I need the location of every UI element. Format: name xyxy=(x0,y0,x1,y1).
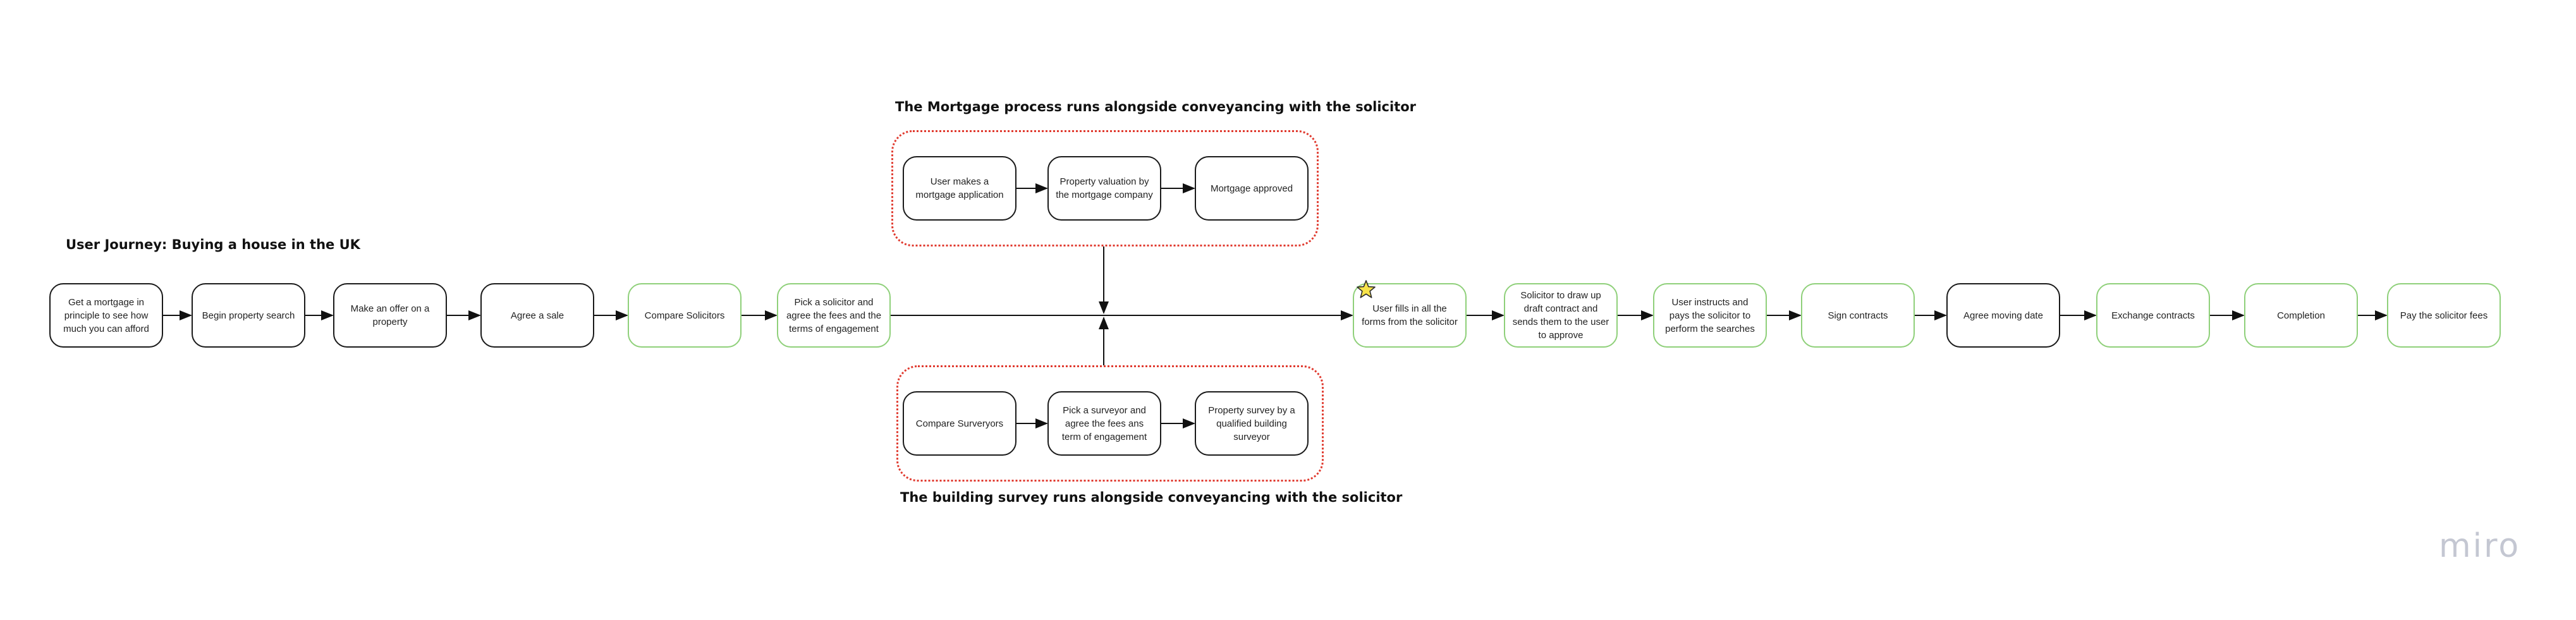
survey-step-property-survey[interactable]: Property survey by a qualified building … xyxy=(1195,391,1309,456)
mortgage-process-group xyxy=(891,130,1319,246)
step-exchange-contracts[interactable]: Exchange contracts xyxy=(2096,283,2210,348)
building-survey-title: The building survey runs alongside conve… xyxy=(900,490,1403,505)
step-completion[interactable]: Completion xyxy=(2244,283,2358,348)
mortgage-step-approved[interactable]: Mortgage approved xyxy=(1195,156,1309,221)
step-pay-for-searches[interactable]: User instructs and pays the solicitor to… xyxy=(1653,283,1767,348)
step-begin-property-search[interactable]: Begin property search xyxy=(192,283,305,348)
miro-logo: miro xyxy=(2439,527,2521,565)
step-mortgage-in-principle[interactable]: Get a mortgage in principle to see how m… xyxy=(49,283,163,348)
step-compare-solicitors[interactable]: Compare Solicitors xyxy=(628,283,742,348)
mortgage-process-title: The Mortgage process runs alongside conv… xyxy=(895,99,1417,114)
step-agree-moving-date[interactable]: Agree moving date xyxy=(1946,283,2060,348)
step-user-fills-forms[interactable]: User fills in all the forms from the sol… xyxy=(1353,283,1467,348)
survey-step-pick-a-surveyor[interactable]: Pick a surveyor and agree the fees ans t… xyxy=(1047,391,1161,456)
star-icon xyxy=(1357,280,1376,298)
mortgage-step-application[interactable]: User makes a mortgage application xyxy=(903,156,1016,221)
mortgage-step-property-valuation[interactable]: Property valuation by the mortgage compa… xyxy=(1047,156,1161,221)
building-survey-group xyxy=(896,365,1324,482)
step-pay-solicitor-fees[interactable]: Pay the solicitor fees xyxy=(2387,283,2501,348)
step-sign-contracts[interactable]: Sign contracts xyxy=(1801,283,1915,348)
step-draft-contract[interactable]: Solicitor to draw up draft contract and … xyxy=(1504,283,1618,348)
step-make-an-offer[interactable]: Make an offer on a property xyxy=(333,283,447,348)
step-agree-a-sale[interactable]: Agree a sale xyxy=(480,283,594,348)
step-pick-a-solicitor[interactable]: Pick a solicitor and agree the fees and … xyxy=(777,283,891,348)
survey-step-compare-surveyors[interactable]: Compare Surveryors xyxy=(903,391,1016,456)
journey-title: User Journey: Buying a house in the UK xyxy=(66,237,360,252)
